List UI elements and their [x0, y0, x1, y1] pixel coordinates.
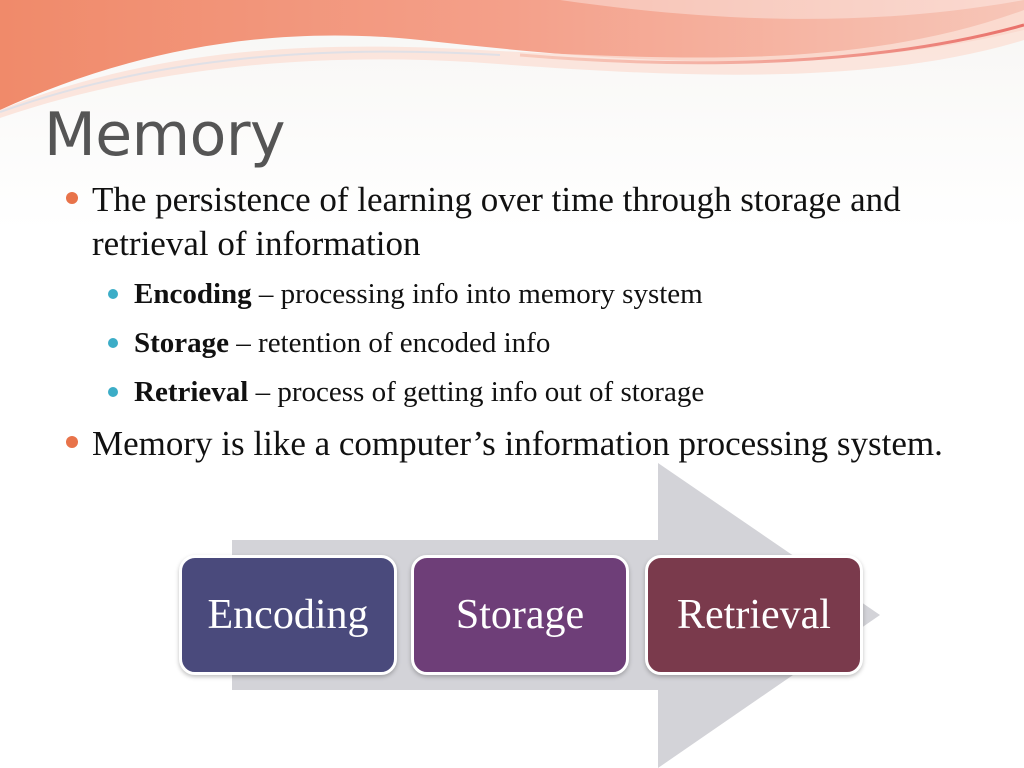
bullet-item-1: The persistence of learning over time th…	[66, 178, 972, 266]
bullet-dot-blue	[108, 387, 118, 397]
sub-bullet-desc: – processing info into memory system	[251, 278, 703, 310]
sub-bullet-encoding: Encoding – processing info into memory s…	[108, 276, 954, 312]
bullet-text: Memory is like a computer’s information …	[92, 424, 943, 463]
bullet-dot-blue	[108, 289, 118, 299]
process-step-storage: Storage	[411, 555, 629, 675]
process-step-retrieval: Retrieval	[645, 555, 863, 675]
process-step-encoding: Encoding	[179, 555, 397, 675]
sub-bullet-retrieval: Retrieval – process of getting info out …	[108, 374, 954, 410]
bullet-text: The persistence of learning over time th…	[92, 180, 901, 263]
slide-title: Memory	[44, 100, 286, 170]
bullet-dot-blue	[108, 338, 118, 348]
header-wave-decoration	[0, 0, 1024, 118]
bullet-dot-orange	[66, 436, 78, 448]
bullet-dot-orange	[66, 192, 78, 204]
sub-bullet-term: Retrieval	[134, 376, 249, 408]
bullet-item-2: Memory is like a computer’s information …	[66, 422, 972, 466]
sub-bullet-term: Storage	[134, 327, 230, 359]
sub-bullet-desc: – retention of encoded info	[229, 327, 551, 359]
sub-bullet-desc: – process of getting info out of storage	[248, 376, 705, 408]
sub-bullet-storage: Storage – retention of encoded info	[108, 325, 954, 361]
sub-bullet-term: Encoding	[134, 278, 252, 310]
